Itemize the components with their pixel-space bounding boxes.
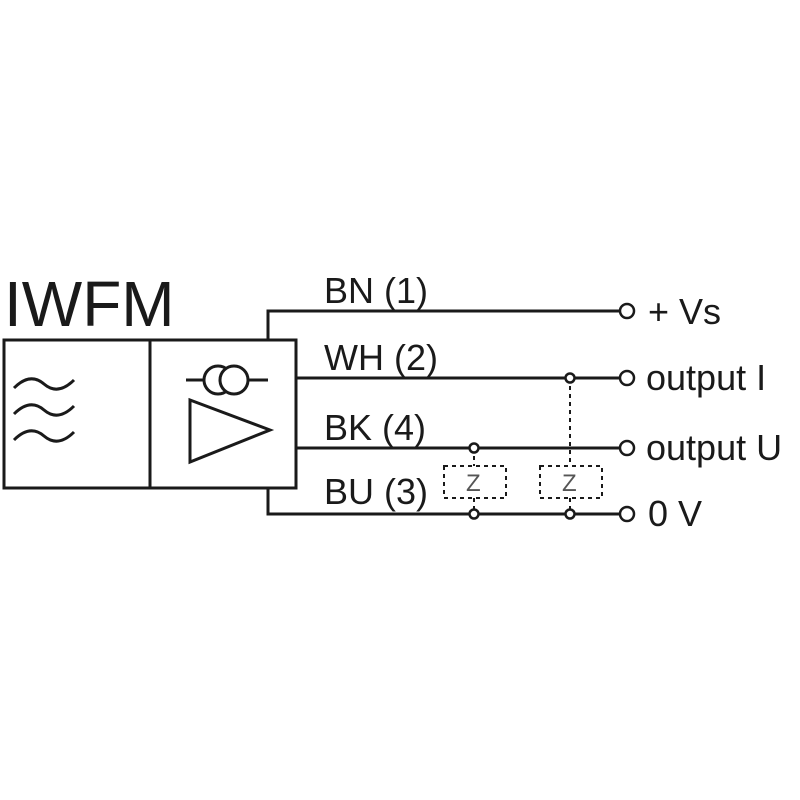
terminal-output-u [618,439,636,457]
terminal-label-output-u: output U [646,427,782,468]
load-z-voltage: Z [443,442,507,520]
wave-lines-icon [12,377,76,443]
junction-node [564,372,576,384]
junction-node [468,442,480,454]
wire-bu [266,488,620,516]
junction-node [564,508,576,520]
terminal-label-output-i: output I [646,357,766,398]
load-z-current: Z [539,372,603,520]
wire-label-wh: WH (2) [324,337,438,378]
device-title: IWFM [4,268,175,340]
terminal-output-i [618,369,636,387]
wire-label-bk: BK (4) [324,407,426,448]
load-label: Z [562,470,577,497]
terminal-0v [618,505,636,523]
wire-label-bn: BN (1) [324,270,428,311]
wire-label-bu: BU (3) [324,471,428,512]
amplifier-triangle-icon [188,397,275,465]
terminal-vs [618,302,636,320]
load-label: Z [466,470,481,497]
terminal-label-0v: 0 V [648,493,702,534]
wire-bn [266,309,620,340]
terminal-label-vs: + Vs [648,291,721,332]
junction-node [468,508,480,520]
current-source-icon [186,364,268,396]
